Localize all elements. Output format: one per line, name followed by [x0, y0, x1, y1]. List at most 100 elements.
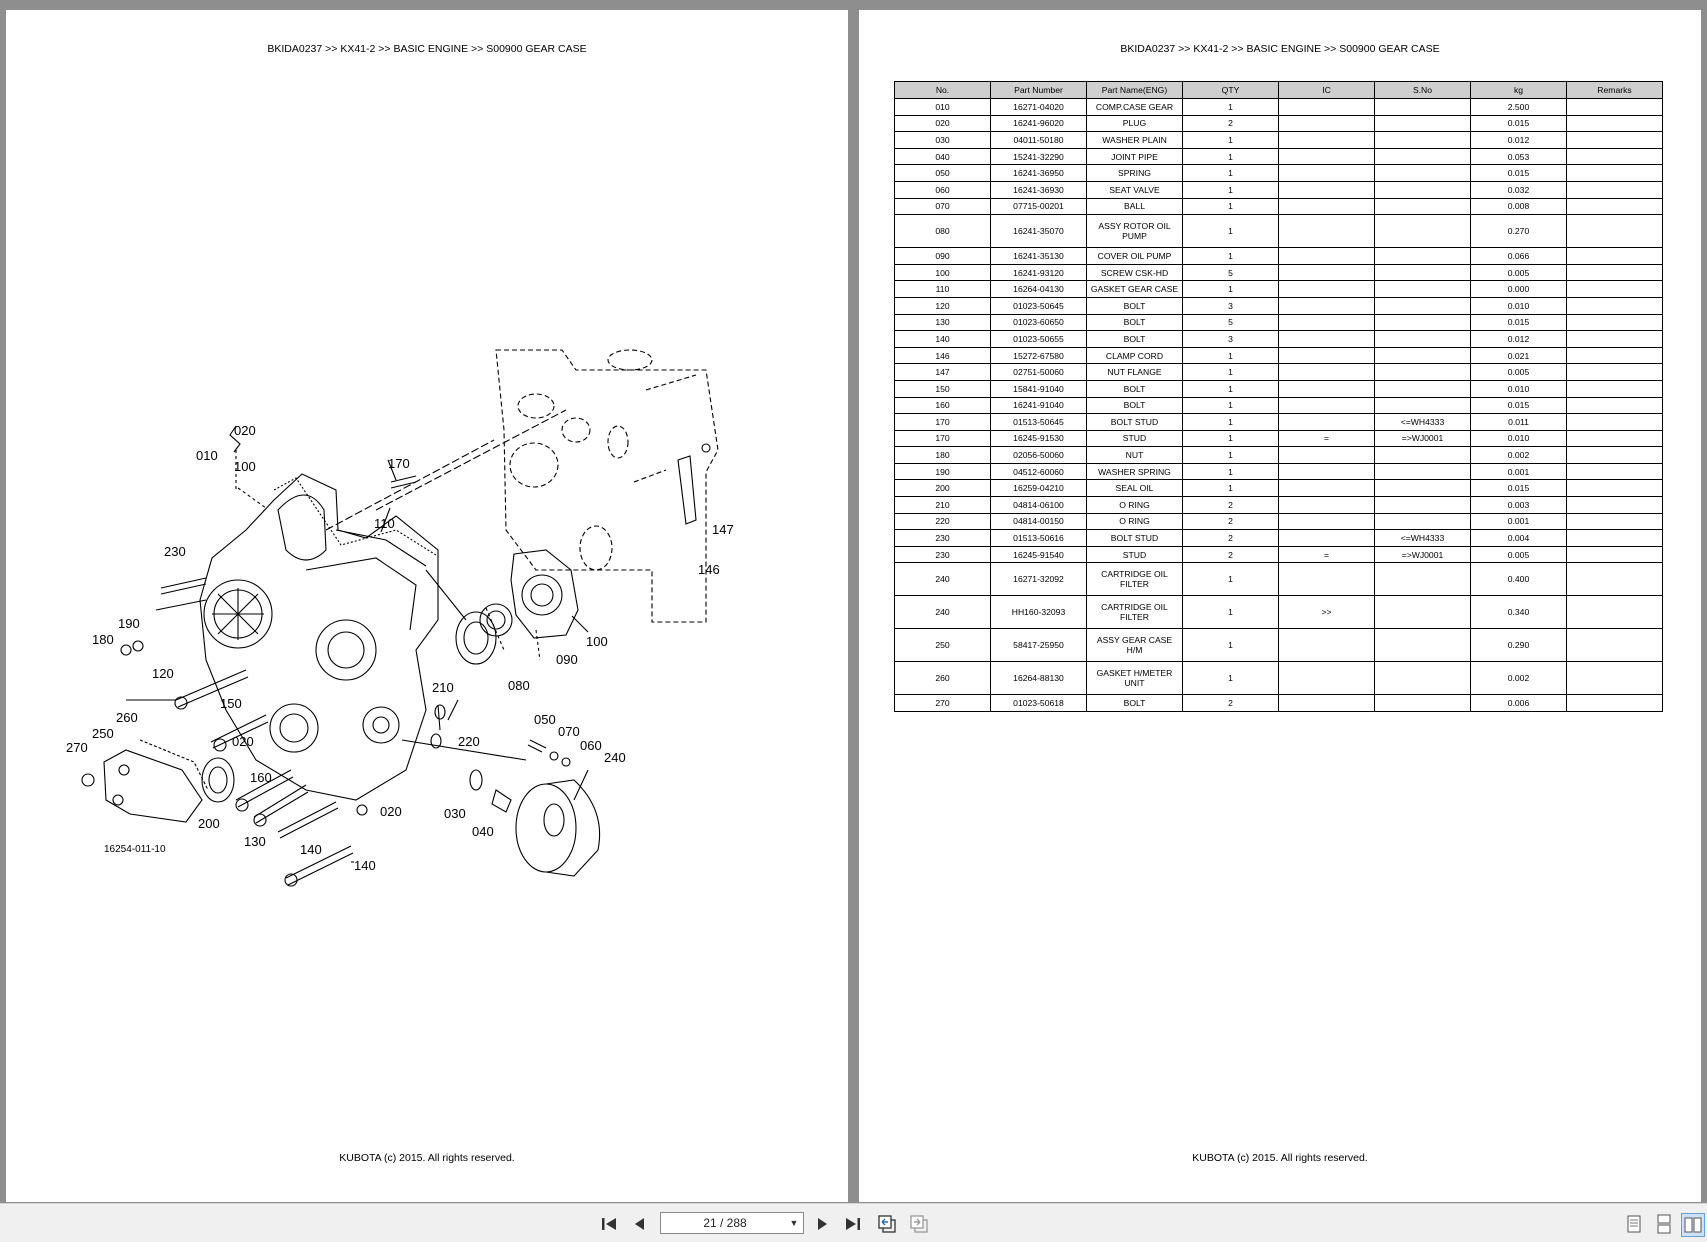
table-cell: NUT FLANGE [1086, 363, 1183, 381]
callout-120: 120 [152, 666, 174, 681]
table-cell: 04011-50180 [990, 131, 1087, 149]
continuous-view-icon[interactable] [1653, 1213, 1675, 1235]
table-cell: 050 [894, 164, 991, 182]
two-page-view-icon[interactable] [1681, 1213, 1705, 1237]
table-cell: 5 [1182, 263, 1279, 282]
table-cell: SCREW CSK-HD [1086, 263, 1183, 282]
table-cell: 0.008 [1470, 197, 1567, 216]
table-cell [1278, 330, 1375, 348]
callout-030: 030 [444, 806, 466, 821]
table-cell: 170 [894, 413, 991, 431]
table-cell: 16271-32092 [990, 562, 1087, 597]
table-cell: 0.003 [1470, 496, 1567, 514]
table-cell: 15241-32290 [990, 147, 1087, 166]
go-forward-view-icon[interactable] [908, 1213, 930, 1235]
callout-210: 210 [432, 680, 454, 695]
table-cell: 01023-60650 [990, 313, 1087, 332]
table-cell: 04814-06100 [990, 496, 1087, 514]
column-header: Part Name(ENG) [1086, 81, 1183, 99]
table-cell: COVER OIL PUMP [1086, 247, 1183, 265]
right-page: BKIDA0237 >> KX41-2 >> BASIC ENGINE >> S… [859, 10, 1701, 1202]
table-cell: 16241-91040 [990, 396, 1087, 415]
table-cell: 0.002 [1470, 661, 1567, 696]
table-cell [1566, 296, 1663, 315]
table-cell: 210 [894, 496, 991, 514]
table-cell: 0.015 [1470, 164, 1567, 182]
table-cell: STUD [1086, 429, 1183, 448]
first-page-icon[interactable] [598, 1213, 620, 1235]
table-cell: 130 [894, 313, 991, 332]
table-cell [1278, 280, 1375, 298]
table-cell: BOLT STUD [1086, 413, 1183, 431]
last-page-icon[interactable] [842, 1213, 864, 1235]
callout-270: 270 [66, 740, 88, 755]
table-cell: 1 [1182, 180, 1279, 199]
table-cell: 16241-35070 [990, 214, 1087, 249]
table-cell [1566, 164, 1663, 182]
table-cell [1374, 214, 1471, 249]
copyright-footer: KUBOTA (c) 2015. All rights reserved. [339, 1152, 515, 1164]
table-cell [1374, 661, 1471, 696]
table-cell: BOLT [1086, 396, 1183, 415]
callout-147: 147 [712, 522, 734, 537]
table-cell [1374, 313, 1471, 332]
table-cell: 3 [1182, 296, 1279, 315]
table-cell [1374, 462, 1471, 481]
chevron-down-icon[interactable]: ▼ [789, 1218, 799, 1228]
next-page-icon[interactable] [812, 1213, 834, 1235]
table-cell: 030 [894, 131, 991, 149]
exploded-parts-diagram: 020 010 100 170 110 230 147 146 190 180 … [66, 349, 734, 887]
table-cell [1278, 446, 1375, 464]
table-cell: 16241-93120 [990, 263, 1087, 282]
table-cell: BOLT STUD [1086, 529, 1183, 547]
go-back-view-icon[interactable] [876, 1213, 898, 1235]
callout-160: 160 [250, 770, 272, 785]
table-cell: NUT [1086, 446, 1183, 464]
table-cell: 060 [894, 180, 991, 199]
table-cell: 1 [1182, 628, 1279, 663]
table-cell: 0.005 [1470, 545, 1567, 564]
page-number-input[interactable] [660, 1212, 804, 1234]
table-cell: SPRING [1086, 164, 1183, 182]
table-cell [1278, 661, 1375, 696]
callout-260: 260 [116, 710, 138, 725]
table-cell [1566, 114, 1663, 133]
table-cell: 2 [1182, 114, 1279, 133]
table-cell: = [1278, 429, 1375, 448]
table-cell [1278, 628, 1375, 663]
table-cell [1374, 446, 1471, 464]
table-cell [1566, 98, 1663, 116]
previous-page-icon[interactable] [628, 1213, 650, 1235]
table-cell [1374, 595, 1471, 630]
table-cell [1278, 396, 1375, 415]
table-cell: 190 [894, 462, 991, 481]
table-cell: SEAT VALVE [1086, 180, 1183, 199]
table-cell [1374, 114, 1471, 133]
single-page-view-icon[interactable] [1623, 1213, 1645, 1235]
table-cell [1374, 197, 1471, 216]
table-cell [1566, 446, 1663, 464]
table-cell [1374, 562, 1471, 597]
clamp-cord-part [677, 455, 697, 525]
column-header: Part Number [990, 81, 1087, 99]
table-cell: 16241-36950 [990, 164, 1087, 182]
table-cell: 16271-04020 [990, 98, 1087, 116]
callout-110: 110 [374, 516, 395, 531]
table-cell: 1 [1182, 147, 1279, 166]
table-cell: 1 [1182, 98, 1279, 116]
table-cell: 100 [894, 263, 991, 282]
